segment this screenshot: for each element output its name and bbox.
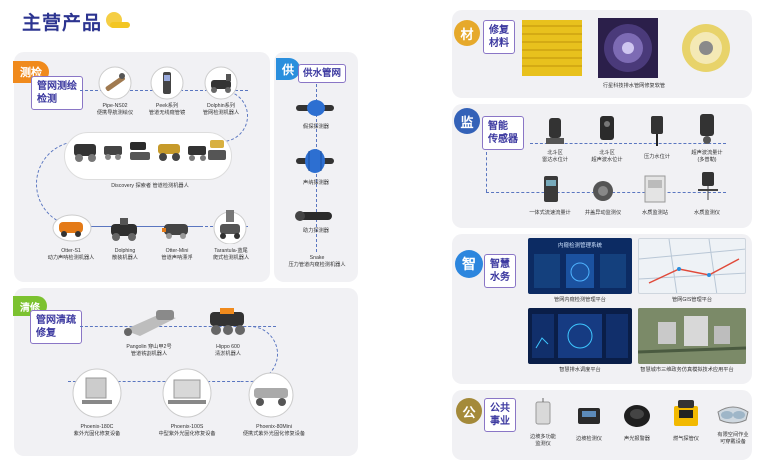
otter-s1-image (52, 214, 92, 242)
water-detector-2-image (296, 149, 334, 173)
phoenix-100s-image (162, 368, 212, 418)
device-caption: 有限空间作业可穿戴设备 (717, 432, 749, 445)
hippo-robot-image (210, 308, 245, 335)
integrated-flowmeter-image (544, 176, 558, 202)
pangolin-robot-image (124, 310, 176, 336)
public-utilities-tag: 公 (456, 398, 482, 424)
flow-line (80, 326, 276, 327)
water-supply-tag: 供 (276, 58, 300, 80)
flow-line (68, 381, 240, 382)
device-caption: 声纳探测器 (303, 180, 329, 186)
phoenix-180c-image (72, 368, 122, 418)
discovery-robots-image (74, 140, 226, 162)
device-caption: 井盖异动监测仪 (584, 210, 622, 216)
3d-simulation-screen (638, 308, 746, 364)
title-underline (110, 22, 130, 28)
page-title: 主营产品 (22, 13, 103, 34)
gis-platform-screen (638, 238, 746, 294)
device-caption: 助力探测器 (303, 228, 329, 234)
inspection-label: 管网测绘 检测 (31, 76, 83, 110)
device-caption: 一体式流速流量计 (529, 210, 571, 216)
flow-line (486, 152, 487, 192)
device-caption: 燃气探管仪 (673, 436, 699, 442)
water-detector-3-image (295, 211, 332, 221)
device-caption: 水质监测仪 (694, 210, 720, 216)
device-caption: 边坡多功能监测仪 (530, 434, 556, 447)
device-caption: 压力水位计 (644, 154, 670, 160)
liner-roll-image (682, 24, 730, 72)
platform-caption: 智慧排水调度平台 (559, 367, 601, 373)
device-caption: 北斗区超声波水位计 (591, 150, 623, 163)
platform-caption: 管网GIS管理平台 (671, 297, 713, 303)
pipe-ns02-image (98, 66, 132, 100)
drainage-dispatch-screen (528, 308, 632, 364)
monitoring-label: 智能 传感器 (482, 116, 524, 150)
endoscopy-platform-screen: 内窥检测管理系统 (528, 238, 632, 294)
device-caption: Discovery 探索者 管道检测机器人 (111, 183, 189, 189)
pressure-level-gauge-image (651, 116, 663, 146)
platform-caption: 管网内窥检测管理平台 (554, 297, 606, 303)
water-quality-station-image (644, 175, 666, 203)
flow-line (530, 143, 726, 144)
device-caption: Peek系列管道无线窥管镜 (148, 103, 186, 116)
materials-tag: 材 (454, 20, 480, 46)
device-caption: 边坡检测仪 (576, 436, 602, 442)
device-caption: 北斗区雷达水位计 (542, 150, 568, 163)
wearable-device-image (717, 406, 749, 424)
slope-monitor-image (535, 398, 551, 425)
flow-line (80, 226, 248, 227)
pipe-interior-image (598, 18, 658, 78)
liner-yellow-image (522, 20, 582, 76)
dolphin-robot-image (204, 66, 238, 100)
device-caption: Pangolin 穿山甲2号管道铣割机器人 (126, 344, 172, 357)
monitoring-tag: 监 (454, 108, 480, 134)
dolphing-robot-image (111, 218, 137, 241)
cleaning-label: 管网清疏 修复 (30, 310, 82, 344)
water-quality-monitor-image (698, 172, 718, 200)
device-caption: 水质监测站 (642, 210, 668, 216)
materials-caption: 行星科技排水管网修复软管 (602, 83, 666, 89)
smart-water-label: 智慧 水务 (484, 254, 516, 288)
phoenix-80mini-image (248, 372, 294, 418)
slope-detector-image (578, 408, 600, 424)
otter-mini-image (162, 224, 188, 239)
platform-caption: 智慧城市三维政务仿真模拟技术应用平台 (640, 367, 734, 373)
device-caption: Tarantula-蓝尾爬式检测机器人 (212, 248, 250, 261)
device-caption: Dolphin系列管网检测机器人 (202, 103, 240, 116)
water-detector-1-image (296, 100, 334, 116)
device-caption: 超声波流量计(多普勒) (691, 150, 723, 163)
gas-pipe-detector-image (674, 400, 698, 426)
ultrasonic-level-gauge-image (600, 116, 614, 140)
materials-label: 修复 材料 (483, 20, 515, 54)
manhole-monitor-image (593, 181, 613, 201)
sound-light-alarm-image (624, 405, 650, 427)
device-caption: 假探探测器 (303, 124, 329, 130)
public-utilities-label: 公共 事业 (484, 398, 516, 432)
radar-level-gauge-image (546, 118, 564, 144)
peek-camera-image (150, 66, 184, 100)
doppler-flowmeter-image (700, 114, 714, 144)
tarantula-robot-image (213, 210, 247, 244)
water-supply-label: 供水管网 (298, 64, 347, 83)
smart-water-tag: 智 (455, 250, 483, 278)
device-caption: 声光报警器 (624, 436, 650, 442)
